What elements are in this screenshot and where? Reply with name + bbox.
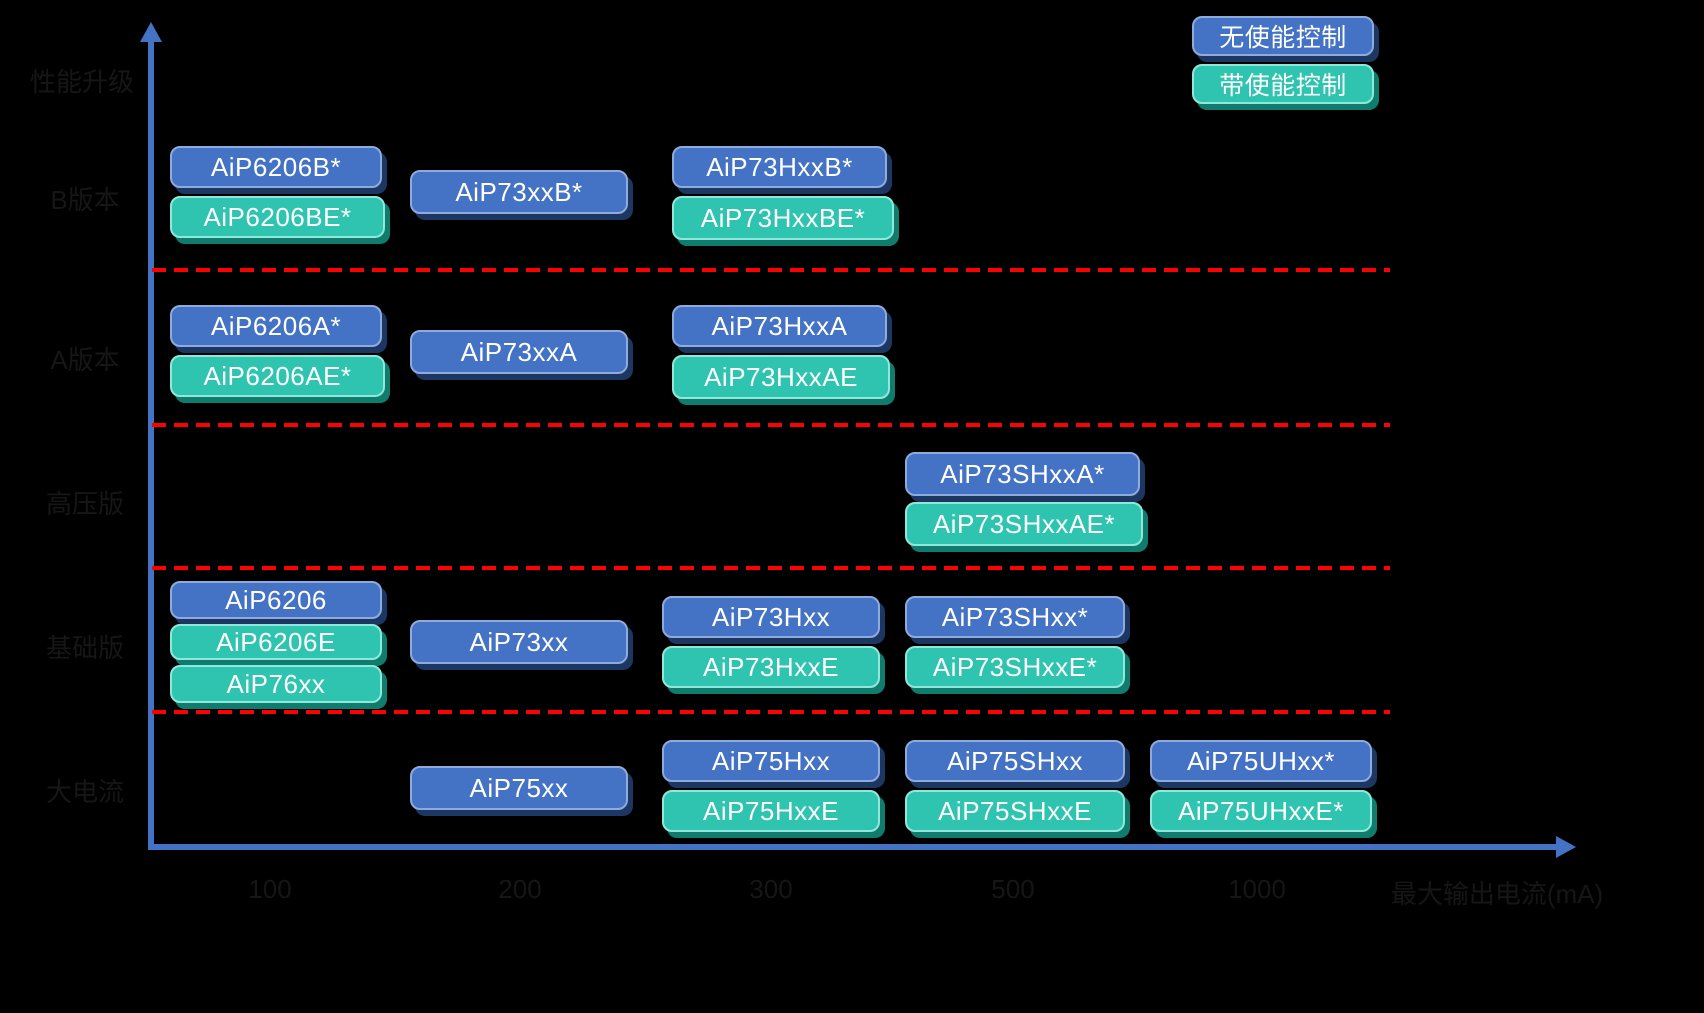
- y-axis-line: [148, 40, 154, 850]
- dashed-separator: [152, 566, 1390, 570]
- dashed-separator: [152, 423, 1390, 427]
- product-pill: AiP75SHxx: [905, 740, 1125, 782]
- x-tick-label: 200: [498, 874, 542, 904]
- legend-item-no-enable: 无使能控制: [1192, 16, 1374, 56]
- product-pill: AiP73xx: [410, 620, 628, 664]
- product-pill: AiP73HxxB*: [672, 146, 887, 188]
- row-label: 基础版: [45, 633, 124, 663]
- product-pill: AiP73SHxxAE*: [905, 502, 1143, 546]
- product-pill: AiP73HxxA: [672, 305, 887, 347]
- product-pill: AiP73SHxxA*: [905, 452, 1140, 496]
- product-pill: AiP6206AE*: [170, 355, 385, 397]
- row-label: 大电流: [45, 777, 124, 807]
- x-tick-label: 500: [991, 874, 1035, 904]
- product-pill: AiP6206: [170, 581, 382, 619]
- x-tick-label: 100: [248, 874, 292, 904]
- row-label: A版本: [50, 345, 120, 375]
- product-pill: AiP6206E: [170, 624, 382, 660]
- row-label: 高压版: [45, 489, 124, 519]
- product-pill: AiP76xx: [170, 665, 382, 703]
- product-pill: AiP6206B*: [170, 146, 382, 188]
- product-pill: AiP73xxB*: [410, 170, 628, 214]
- x-tick-label: 300: [749, 874, 793, 904]
- product-pill: AiP73Hxx: [662, 596, 880, 638]
- product-pill: AiP73HxxBE*: [672, 196, 894, 240]
- product-pill: AiP73SHxx*: [905, 596, 1125, 638]
- product-pill: AiP73SHxxE*: [905, 646, 1125, 688]
- row-label: B版本: [50, 185, 120, 215]
- y-axis-arrow-icon: [140, 22, 162, 42]
- product-pill: AiP75UHxx*: [1150, 740, 1372, 782]
- x-axis-line: [148, 844, 1560, 850]
- product-pill: AiP73HxxAE: [672, 355, 890, 399]
- x-axis-arrow-icon: [1556, 836, 1576, 858]
- product-pill: AiP75SHxxE: [905, 790, 1125, 832]
- y-axis-title: 性能升级: [29, 67, 134, 97]
- product-pill: AiP75HxxE: [662, 790, 880, 832]
- legend-item-with-enable: 带使能控制: [1192, 64, 1374, 104]
- product-pill: AiP75UHxxE*: [1150, 790, 1372, 832]
- product-pill: AiP6206BE*: [170, 196, 385, 238]
- product-pill: AiP73HxxE: [662, 646, 880, 688]
- product-pill: AiP75Hxx: [662, 740, 880, 782]
- product-pill: AiP73xxA: [410, 330, 628, 374]
- x-tick-label: 1000: [1228, 874, 1286, 904]
- dashed-separator: [152, 268, 1390, 272]
- dashed-separator: [152, 710, 1390, 714]
- x-axis-title: 最大输出电流(mA): [1390, 879, 1604, 909]
- product-pill: AiP75xx: [410, 766, 628, 810]
- product-pill: AiP6206A*: [170, 305, 382, 347]
